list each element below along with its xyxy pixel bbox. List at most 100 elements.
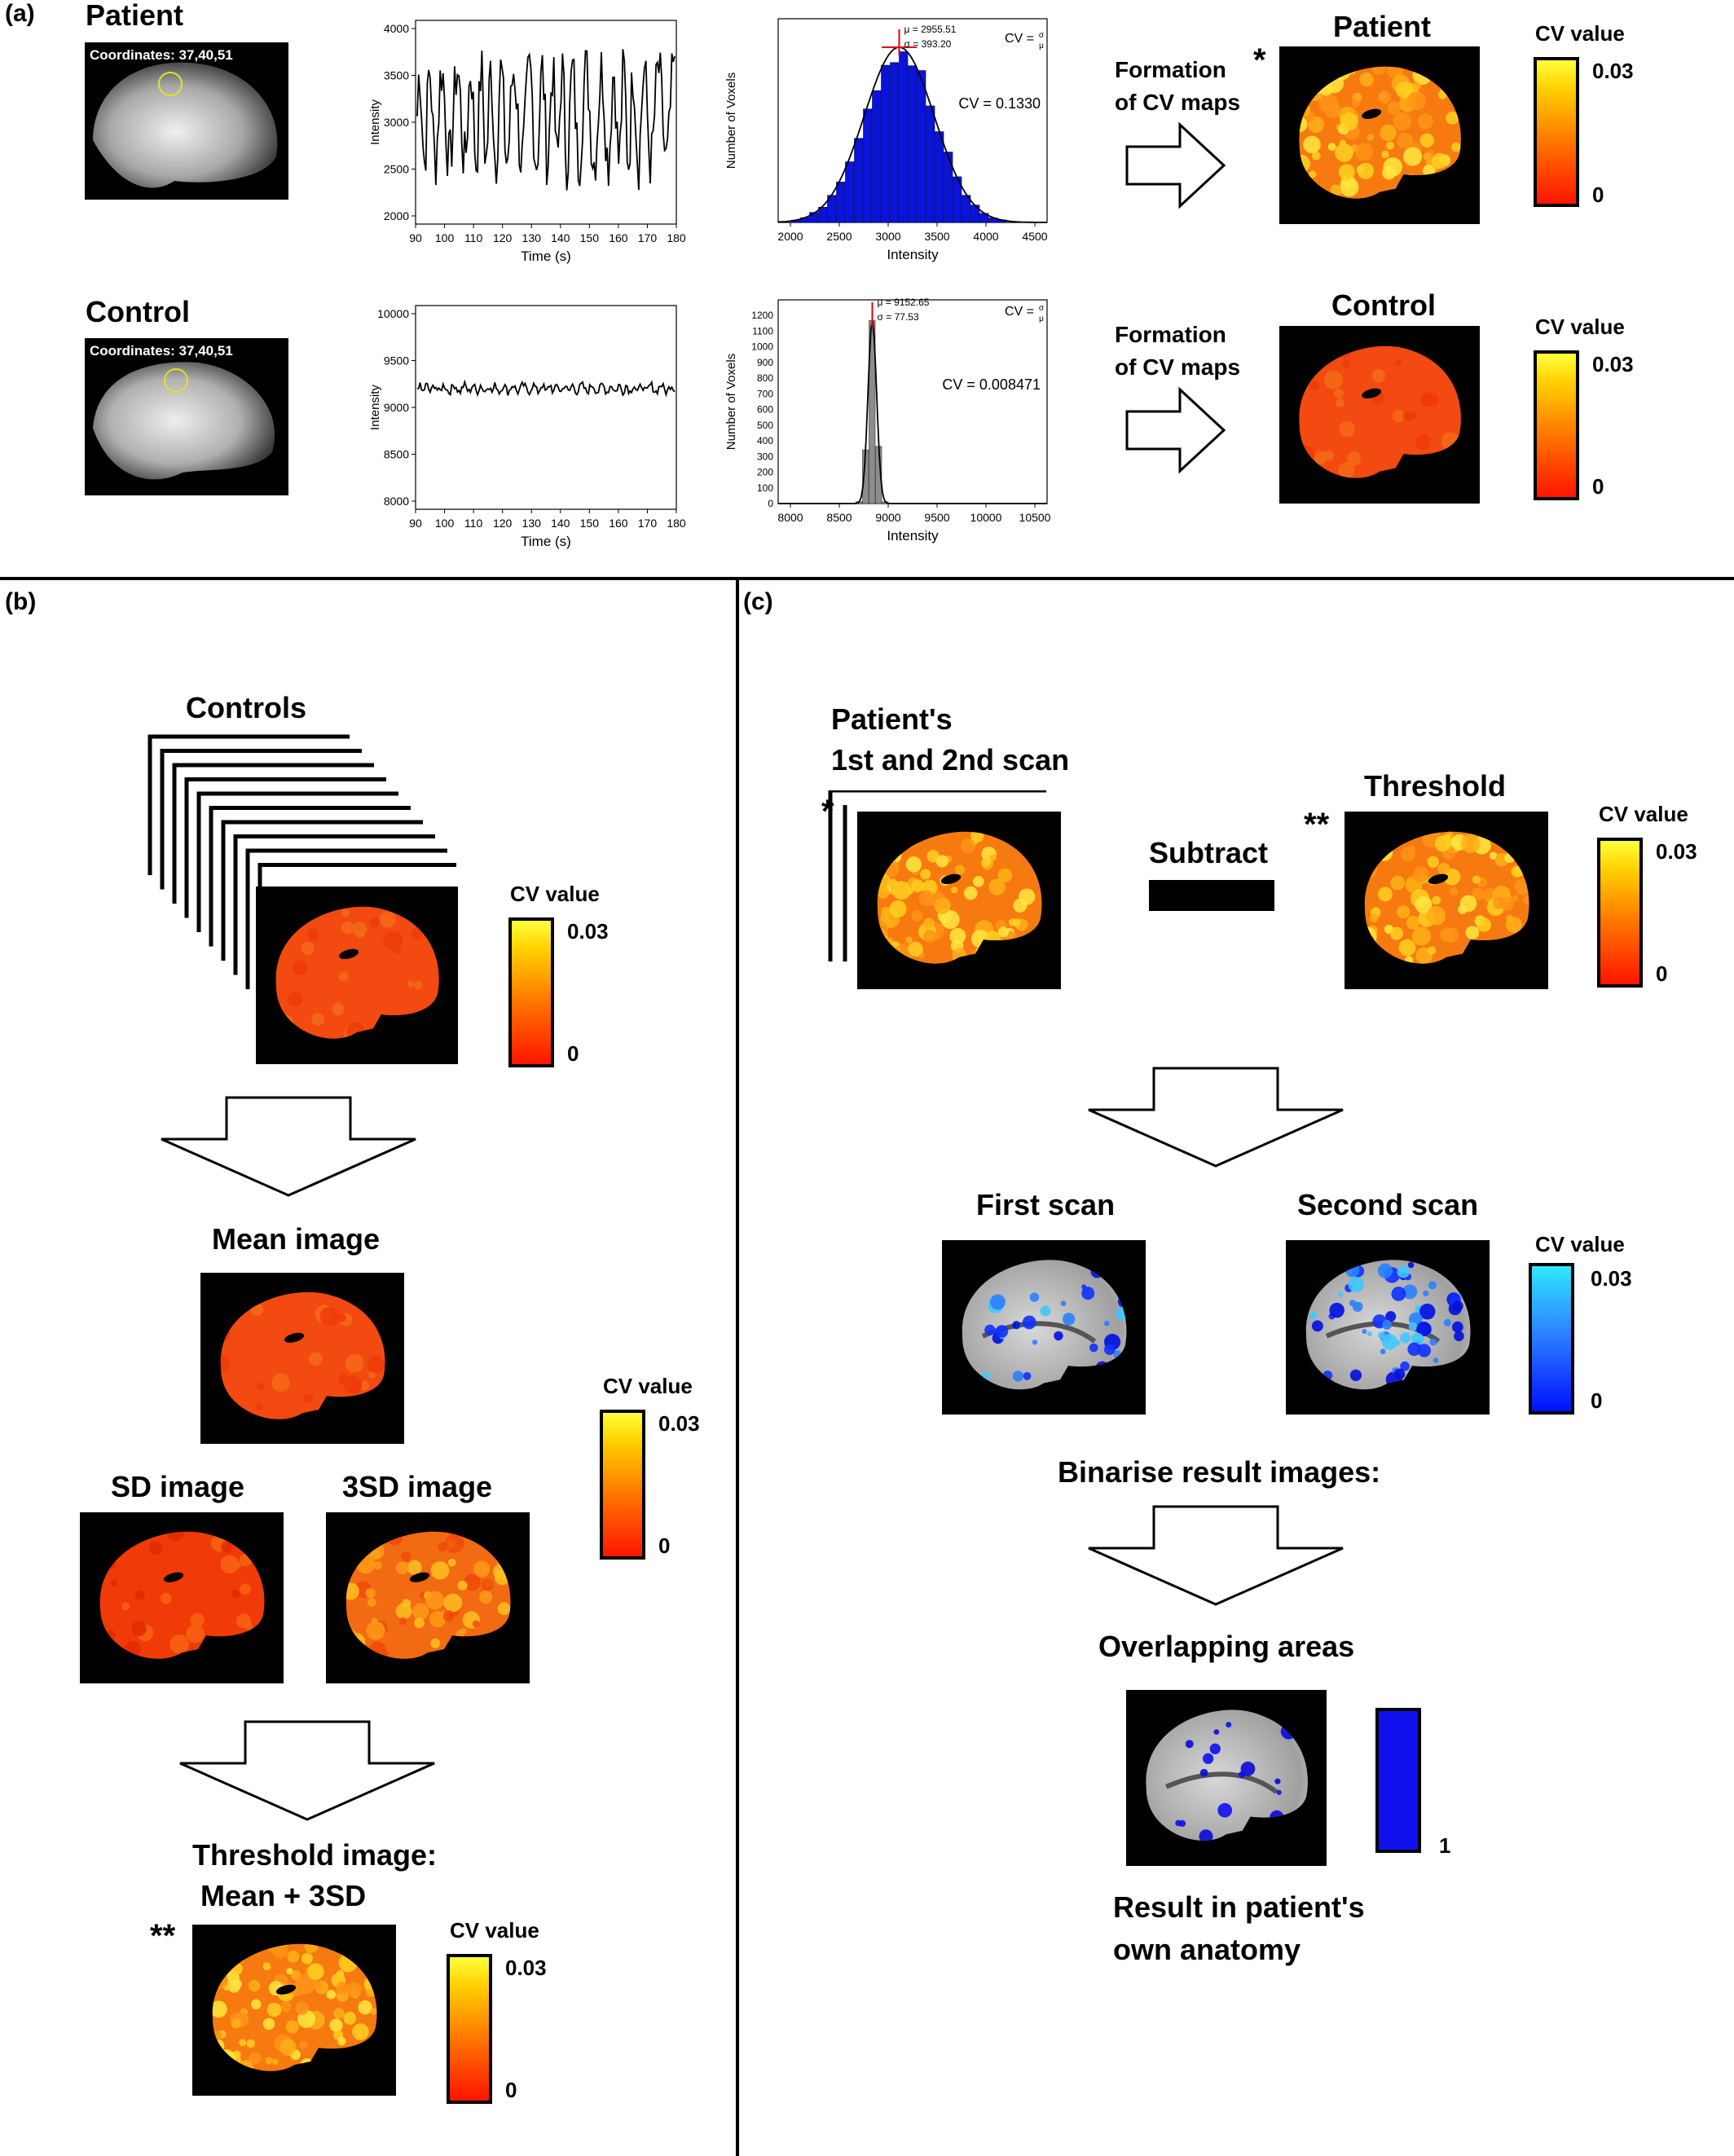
- cv-spot: [386, 1531, 403, 1546]
- cv-spot: [1422, 183, 1433, 193]
- cv-spot: [368, 1293, 385, 1310]
- cv-spot: [411, 1603, 429, 1620]
- cv-spot: [240, 1583, 251, 1595]
- overlay-spot: [1329, 1302, 1345, 1318]
- cv-spot: [981, 857, 991, 867]
- cv-spot: [366, 1953, 377, 1969]
- x-tick-label: 130: [522, 517, 542, 530]
- cv-spot: [1477, 917, 1492, 932]
- cv-spot: [1393, 185, 1410, 199]
- cv-spot: [445, 1533, 464, 1553]
- overlay-spot: [1314, 1265, 1330, 1281]
- overlay-spot: [1400, 1380, 1407, 1388]
- y-tick-label: 9500: [384, 354, 409, 367]
- cv-spot: [1505, 917, 1522, 934]
- cv-spot: [220, 1355, 231, 1373]
- cv-spot: [1411, 926, 1432, 946]
- cv-spot: [232, 1978, 242, 1989]
- cv-min-label: 0: [1592, 183, 1604, 207]
- cv-spot: [1309, 381, 1320, 392]
- overlay-spot: [1054, 1331, 1063, 1341]
- cv-min-label: 0: [658, 1533, 671, 1558]
- cv-spot: [1386, 66, 1403, 79]
- y-tick-label: 9000: [384, 401, 409, 414]
- cv-spot: [367, 1355, 385, 1374]
- patient-scan-cv-map: [857, 812, 1061, 989]
- cv-spot: [1427, 856, 1439, 868]
- cv-spot: [911, 879, 925, 893]
- overlay-spot: [1349, 1300, 1356, 1307]
- cv-formula-num: σ: [1039, 31, 1045, 40]
- ventricle: [940, 873, 962, 885]
- x-tick-label: 120: [493, 517, 513, 530]
- cv-spot: [877, 876, 889, 890]
- formation-label-line2: of CV maps: [1115, 90, 1241, 115]
- cv-spot: [1500, 896, 1515, 911]
- cv-spot: [370, 2008, 377, 2015]
- cv-spot: [1338, 462, 1355, 478]
- cv-spot: [134, 1590, 145, 1600]
- patient-coordinates: Coordinates: 37,40,51: [90, 47, 233, 63]
- cv-colorbar: [1534, 350, 1579, 500]
- overlay-spot: [1178, 1819, 1186, 1828]
- x-tick-label: 150: [580, 231, 600, 244]
- y-tick-label: 8500: [384, 448, 409, 461]
- formation-label-line1: Formation: [1115, 322, 1226, 347]
- cv-spot: [877, 921, 888, 940]
- right-arrow: [1125, 122, 1226, 209]
- cv-spot: [148, 1541, 163, 1555]
- histogram-bar: [908, 65, 918, 223]
- ventricle: [1362, 108, 1382, 119]
- brain-fill: [877, 831, 1042, 964]
- histogram-bar: [935, 131, 944, 223]
- overlay-spot: [1428, 1281, 1437, 1290]
- cv-spot: [970, 953, 988, 964]
- ventricle: [339, 948, 359, 960]
- cv-spot: [329, 2018, 343, 2032]
- 3sd-image-title: 3SD image: [342, 1470, 493, 1503]
- x-tick-label: 3500: [924, 230, 949, 243]
- overlay-spot: [1103, 1320, 1110, 1327]
- cv-spot: [338, 971, 349, 982]
- overlay-spot: [1345, 1263, 1360, 1278]
- cv-spot: [877, 886, 890, 899]
- overlay-spot: [1103, 1344, 1116, 1356]
- cv-spot: [1299, 445, 1315, 464]
- cv-colorbar-blue: [1529, 1263, 1574, 1415]
- cv-spot: [1422, 165, 1436, 178]
- cv-spot: [487, 1531, 505, 1549]
- cv-spot: [345, 1582, 359, 1600]
- x-tick-label: 160: [609, 231, 628, 244]
- cv-spot: [220, 1943, 238, 1958]
- mean-image-title: Mean image: [212, 1222, 381, 1256]
- cv-spot: [1472, 887, 1485, 901]
- brain-svg: [1305, 1260, 1471, 1390]
- cv-spot: [425, 1591, 445, 1610]
- cv-spot: [358, 2000, 372, 2015]
- overlay-spot: [1362, 1329, 1367, 1335]
- cv-spot: [105, 1630, 116, 1640]
- overlay-spot: [1203, 1753, 1214, 1764]
- 3sd-image: [326, 1512, 530, 1683]
- cv-spot: [1451, 142, 1461, 152]
- cv-spot: [963, 886, 978, 900]
- brain-svg: [962, 1260, 1127, 1390]
- cv-spot: [1012, 918, 1021, 927]
- cv-spot: [1516, 938, 1525, 947]
- overlay-spot: [1040, 1305, 1051, 1317]
- cv-spot: [1364, 855, 1375, 872]
- cv-spot: [338, 1953, 358, 1973]
- cv-spot: [231, 2018, 242, 2029]
- cv-spot: [131, 1621, 147, 1637]
- cv-value-label: CV value: [1599, 802, 1688, 826]
- cv-spot: [308, 1352, 323, 1366]
- cv-spot: [918, 890, 935, 906]
- x-tick-label: 10500: [1019, 511, 1051, 524]
- cv-spot: [299, 2040, 308, 2050]
- cv-spot: [280, 2000, 292, 2012]
- cv-spot: [295, 2001, 310, 2015]
- cv-spot: [1371, 368, 1385, 383]
- x-tick-label: 4500: [1022, 230, 1047, 243]
- overlay-spot: [1274, 1778, 1281, 1784]
